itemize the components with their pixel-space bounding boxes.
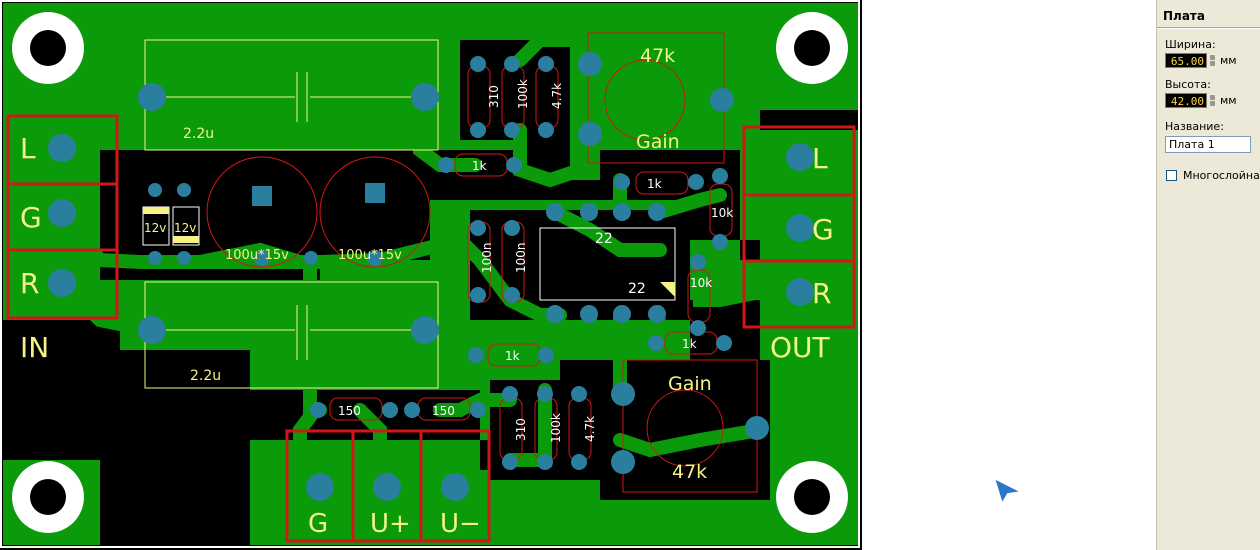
label-pot-1-value: 47k bbox=[640, 45, 675, 67]
width-input[interactable]: 65.00 bbox=[1165, 53, 1207, 68]
label-r-1k-a: 1k bbox=[472, 159, 487, 173]
width-spinner[interactable] bbox=[1210, 54, 1215, 67]
label-r-1k-b: 1k bbox=[647, 177, 662, 191]
pads bbox=[48, 52, 814, 501]
width-label: Ширина: bbox=[1165, 38, 1216, 51]
height-input[interactable]: 42.00 bbox=[1165, 93, 1207, 108]
label-pwr-g: G bbox=[308, 509, 328, 539]
label-c-100n-b: 100n bbox=[514, 242, 528, 273]
label-pot-2-name: Gain bbox=[668, 373, 712, 395]
label-cap-film-1: 2.2u bbox=[183, 126, 214, 142]
label-out-g: G bbox=[812, 213, 834, 246]
connector-blocks bbox=[6, 114, 856, 543]
label-r-1k-d: 1k bbox=[682, 337, 697, 351]
label-pwr-uplus: U+ bbox=[370, 509, 411, 539]
copper-traces bbox=[55, 33, 807, 492]
label-r-top-47k: 4.7k bbox=[550, 83, 564, 109]
label-r-top-100k: 100k bbox=[516, 79, 530, 109]
height-spinner[interactable] bbox=[1210, 94, 1215, 107]
label-pot-1-name: Gain bbox=[636, 131, 680, 153]
height-label: Высота: bbox=[1165, 78, 1211, 91]
mounting-holes bbox=[12, 12, 848, 533]
label-r-1k-c: 1k bbox=[505, 349, 520, 363]
multilayer-checkbox[interactable] bbox=[1166, 170, 1177, 181]
label-pwr-uminus: U− bbox=[440, 509, 481, 539]
label-cap-elec-2: 100u*15v bbox=[338, 248, 402, 263]
resistor-labels: 310 100k 4.7k 310 100k 4.7k 1k 1k 1k 1k … bbox=[338, 79, 733, 443]
board-frame bbox=[0, 0, 860, 548]
label-r-top-310: 310 bbox=[487, 85, 501, 108]
label-out-title: OUT bbox=[770, 331, 831, 364]
workspace-blank[interactable] bbox=[862, 0, 1156, 550]
multilayer-label: Многослойная bbox=[1183, 169, 1260, 182]
chip-outlines bbox=[539, 227, 676, 301]
label-r-10k-a: 10k bbox=[711, 206, 733, 220]
label-in-g: G bbox=[20, 201, 42, 234]
zener-diodes bbox=[142, 206, 200, 246]
label-r-bot-47k: 4.7k bbox=[583, 416, 597, 442]
width-unit: мм bbox=[1220, 54, 1237, 67]
label-r-bot-310: 310 bbox=[514, 418, 528, 441]
label-r-150-a: 150 bbox=[338, 404, 361, 418]
label-cap-elec-1: 100u*15v bbox=[225, 248, 289, 263]
elec-caps bbox=[206, 59, 724, 467]
label-in-r: R bbox=[20, 267, 39, 300]
chip-pin1-mark bbox=[660, 282, 675, 297]
label-chip-2: 22 bbox=[628, 281, 646, 297]
mouse-pointer-icon bbox=[992, 476, 1026, 510]
name-label: Название: bbox=[1165, 120, 1224, 133]
label-cap-film-2: 2.2u bbox=[190, 368, 221, 384]
silk-labels: L G R IN L G R OUT G U+ U− 2.2u 2.2u 100… bbox=[20, 45, 834, 539]
panel-divider bbox=[1157, 27, 1260, 29]
label-r-bot-100k: 100k bbox=[549, 413, 563, 443]
label-in-l: L bbox=[20, 132, 36, 165]
label-zener-2: 12v bbox=[174, 221, 196, 235]
height-unit: мм bbox=[1220, 94, 1237, 107]
label-r-150-b: 150 bbox=[432, 404, 455, 418]
label-c-100n-a: 100n bbox=[480, 242, 494, 273]
label-chip-1: 22 bbox=[595, 231, 613, 247]
pcb-canvas[interactable]: L G R IN L G R OUT G U+ U− 2.2u 2.2u 100… bbox=[0, 0, 862, 550]
label-zener-1: 12v bbox=[144, 221, 166, 235]
name-input[interactable]: Плата 1 bbox=[1165, 136, 1251, 153]
panel-title: Плата bbox=[1163, 9, 1205, 23]
label-r-10k-b: 10k bbox=[690, 276, 712, 290]
label-out-l: L bbox=[812, 142, 828, 175]
properties-panel: Плата Ширина: 65.00 мм Высота: 42.00 мм … bbox=[1156, 0, 1260, 550]
label-in-title: IN bbox=[20, 331, 49, 364]
label-out-r: R bbox=[812, 277, 831, 310]
label-pot-2-value: 47k bbox=[672, 461, 707, 483]
